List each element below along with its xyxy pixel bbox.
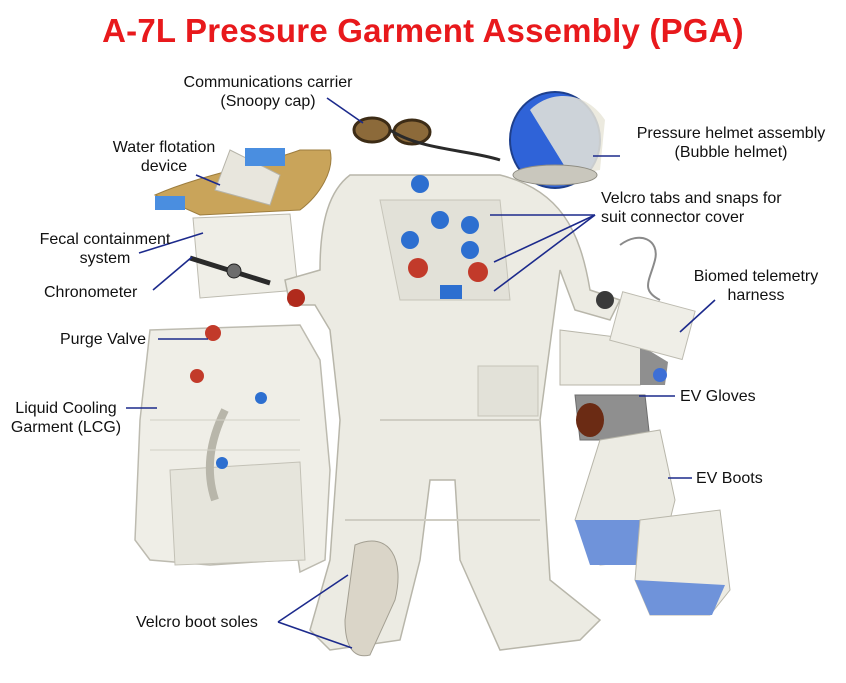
leader-fecal [138, 232, 204, 254]
boot-sole [344, 540, 399, 657]
leader-velcro-3 [493, 214, 596, 292]
diagram-title: A-7L Pressure Garment Assembly (PGA) [102, 12, 744, 49]
pressure-suit [284, 174, 622, 651]
label-chronometer: Chronometer [44, 284, 138, 301]
label-fecal-containment: Fecal containment system [30, 230, 180, 268]
label-ev-gloves: EV Gloves [680, 388, 756, 405]
water-flotation-device [153, 148, 332, 216]
label-line: system [79, 250, 131, 267]
fecal-containment-system [192, 213, 299, 299]
leader-lines [126, 97, 716, 649]
leader-chronometer [152, 256, 193, 291]
label-line: (Snoopy cap) [220, 93, 316, 110]
label-line: Pressure helmet assembly [636, 125, 826, 142]
label-line: Biomed telemetry [693, 268, 819, 285]
label-line: suit connector cover [601, 209, 745, 226]
label-line: harness [727, 287, 785, 304]
label-communications-carrier: Communications carrier (Snoopy cap) [170, 73, 366, 111]
label-line: Garment (LCG) [10, 419, 122, 436]
bubble-helmet [509, 91, 605, 189]
label-velcro-tabs: Velcro tabs and snaps for suit connector… [601, 189, 821, 227]
label-ev-boots: EV Boots [696, 470, 763, 487]
biomed-harness [609, 236, 696, 361]
label-line: Communications carrier [183, 74, 353, 91]
purge-valve [190, 325, 267, 469]
label-purge-valve: Purge Valve [60, 331, 146, 348]
label-pressure-helmet: Pressure helmet assembly (Bubble helmet) [622, 124, 840, 162]
liquid-cooling-garment [134, 324, 331, 574]
label-velcro-boot-soles: Velcro boot soles [136, 614, 258, 631]
leader-biomed [679, 299, 716, 333]
snoopy-cap [352, 116, 501, 162]
label-line: Fecal containment [39, 231, 171, 248]
leader-communications [326, 97, 364, 124]
label-biomed-telemetry: Biomed telemetry harness [685, 267, 827, 305]
label-liquid-cooling-garment: Liquid Cooling Garment (LCG) [5, 399, 127, 437]
label-line: Velcro tabs and snaps for [601, 190, 782, 207]
chronometer-strap [189, 255, 271, 286]
leader-sole-1 [277, 574, 349, 623]
label-line: device [140, 158, 188, 175]
leader-velcro-2 [493, 214, 596, 263]
leader-sole-2 [277, 621, 353, 649]
label-line: Water flotation [112, 139, 216, 156]
label-line: Liquid Cooling [15, 400, 117, 417]
label-line: (Bubble helmet) [674, 144, 788, 161]
leader-water [195, 174, 221, 186]
ev-boots [574, 429, 731, 616]
label-water-flotation: Water flotation device [100, 138, 228, 176]
